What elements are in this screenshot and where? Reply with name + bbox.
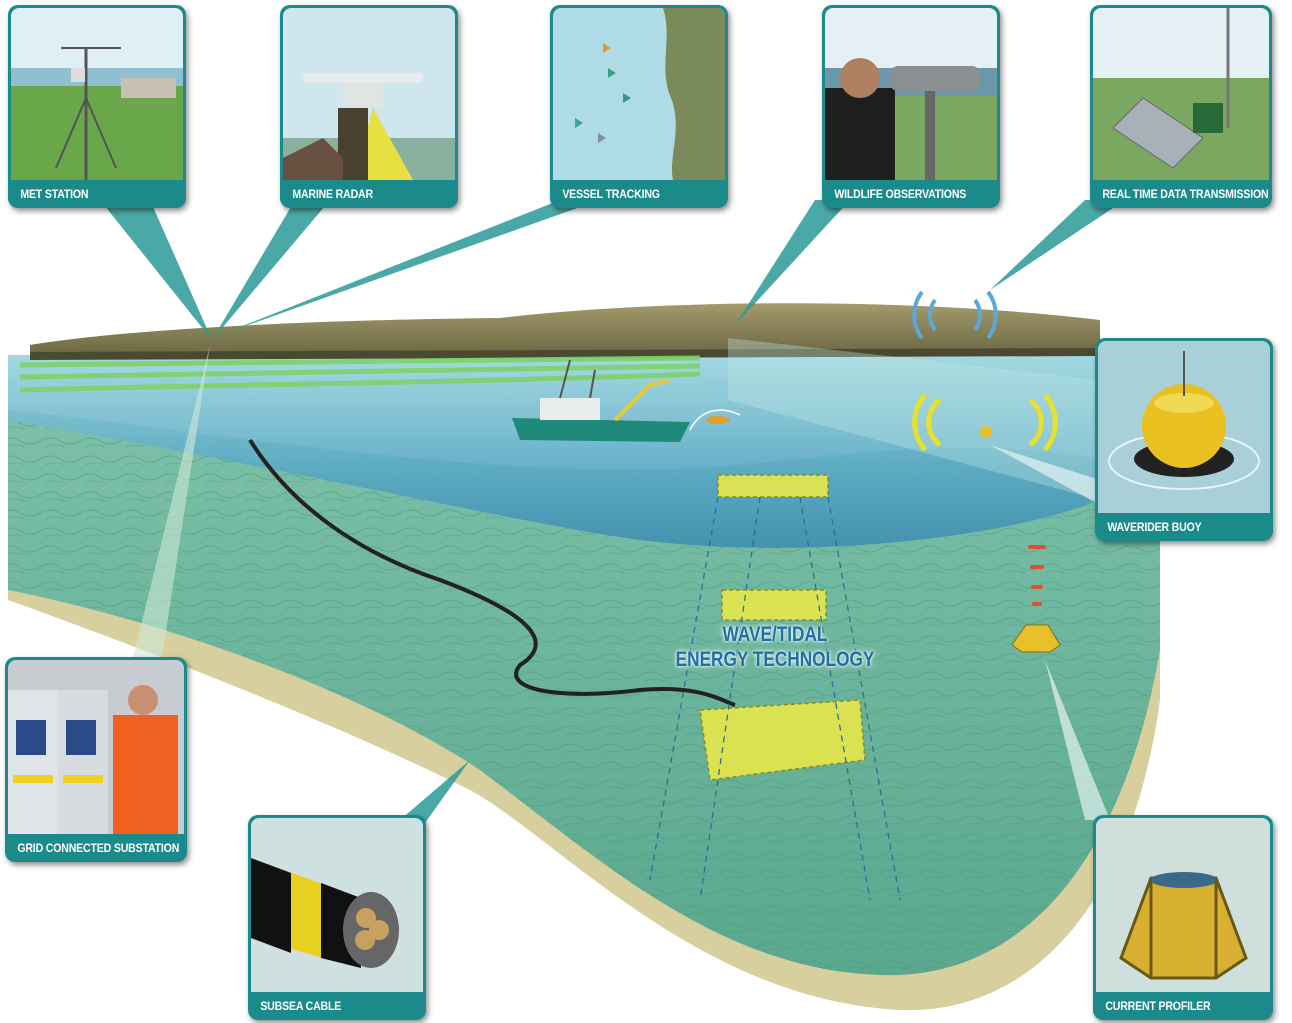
- card-current-profiler: CURRENT PROFILER: [1093, 815, 1273, 1020]
- sea-surface: [8, 350, 1100, 548]
- real-time-data-transmission-image: [1093, 8, 1269, 180]
- transmission-signal-arcs: [912, 290, 998, 340]
- energy-technology-label-line2: ENERGY TECHNOLOGY: [675, 648, 875, 671]
- wildlife-observations-label: WILDLIFE OBSERVATIONS: [834, 187, 967, 201]
- real-time-data-transmission-label: REAL TIME DATA TRANSMISSION: [1102, 187, 1269, 201]
- card-real-time-data-transmission: REAL TIME DATA TRANSMISSION: [1090, 5, 1272, 208]
- current-profiler-image: [1096, 818, 1270, 992]
- card-wildlife-observations: WILDLIFE OBSERVATIONS: [822, 5, 1000, 208]
- card-subsea-cable: SUBSEA CABLE: [248, 815, 426, 1020]
- energy-technology-label-line1: WAVE/TIDAL: [722, 623, 828, 646]
- card-waverider-buoy: WAVERIDER BUOY: [1095, 338, 1273, 541]
- card-vessel-tracking: VESSEL TRACKING: [550, 5, 728, 208]
- wave-tidal-devices: [699, 474, 866, 781]
- grid-connected-substation-label: GRID CONNECTED SUBSTATION: [17, 841, 180, 855]
- current-profiler-small: [1011, 545, 1061, 653]
- wildlife-observations-image: [825, 8, 997, 180]
- seabed-block: [8, 410, 1160, 1011]
- vessel-tracking-label: VESSEL TRACKING: [562, 187, 660, 201]
- card-grid-connected-substation: GRID CONNECTED SUBSTATION: [5, 657, 187, 862]
- waverider-buoy-label: WAVERIDER BUOY: [1107, 520, 1202, 534]
- buoy-signal-arcs: [912, 393, 1058, 452]
- waverider-buoy-small: [980, 426, 992, 438]
- vessel-tracking-image: [553, 8, 725, 180]
- subsea-cable-label: SUBSEA CABLE: [260, 999, 342, 1013]
- marine-radar-label: MARINE RADAR: [292, 187, 373, 201]
- coastline-hills: [30, 303, 1100, 360]
- grid-connected-substation-image: [8, 660, 184, 834]
- met-station-image: [11, 8, 183, 180]
- card-marine-radar: MARINE RADAR: [280, 5, 458, 208]
- energy-technology-label: WAVE/TIDAL ENERGY TECHNOLOGY: [664, 622, 885, 672]
- fishing-vessel: [512, 359, 741, 442]
- small-boat: [706, 416, 730, 424]
- card-met-station: MET STATION: [8, 5, 186, 208]
- device-guide-lines: [649, 496, 901, 901]
- waverider-buoy-image: [1098, 341, 1270, 513]
- met-station-label: MET STATION: [20, 187, 89, 201]
- marine-radar-image: [283, 8, 455, 180]
- callout-pointers: [100, 200, 1125, 830]
- subsea-cable-image: [251, 818, 423, 992]
- subsea-cable: [248, 438, 736, 707]
- current-profiler-label: CURRENT PROFILER: [1105, 999, 1211, 1013]
